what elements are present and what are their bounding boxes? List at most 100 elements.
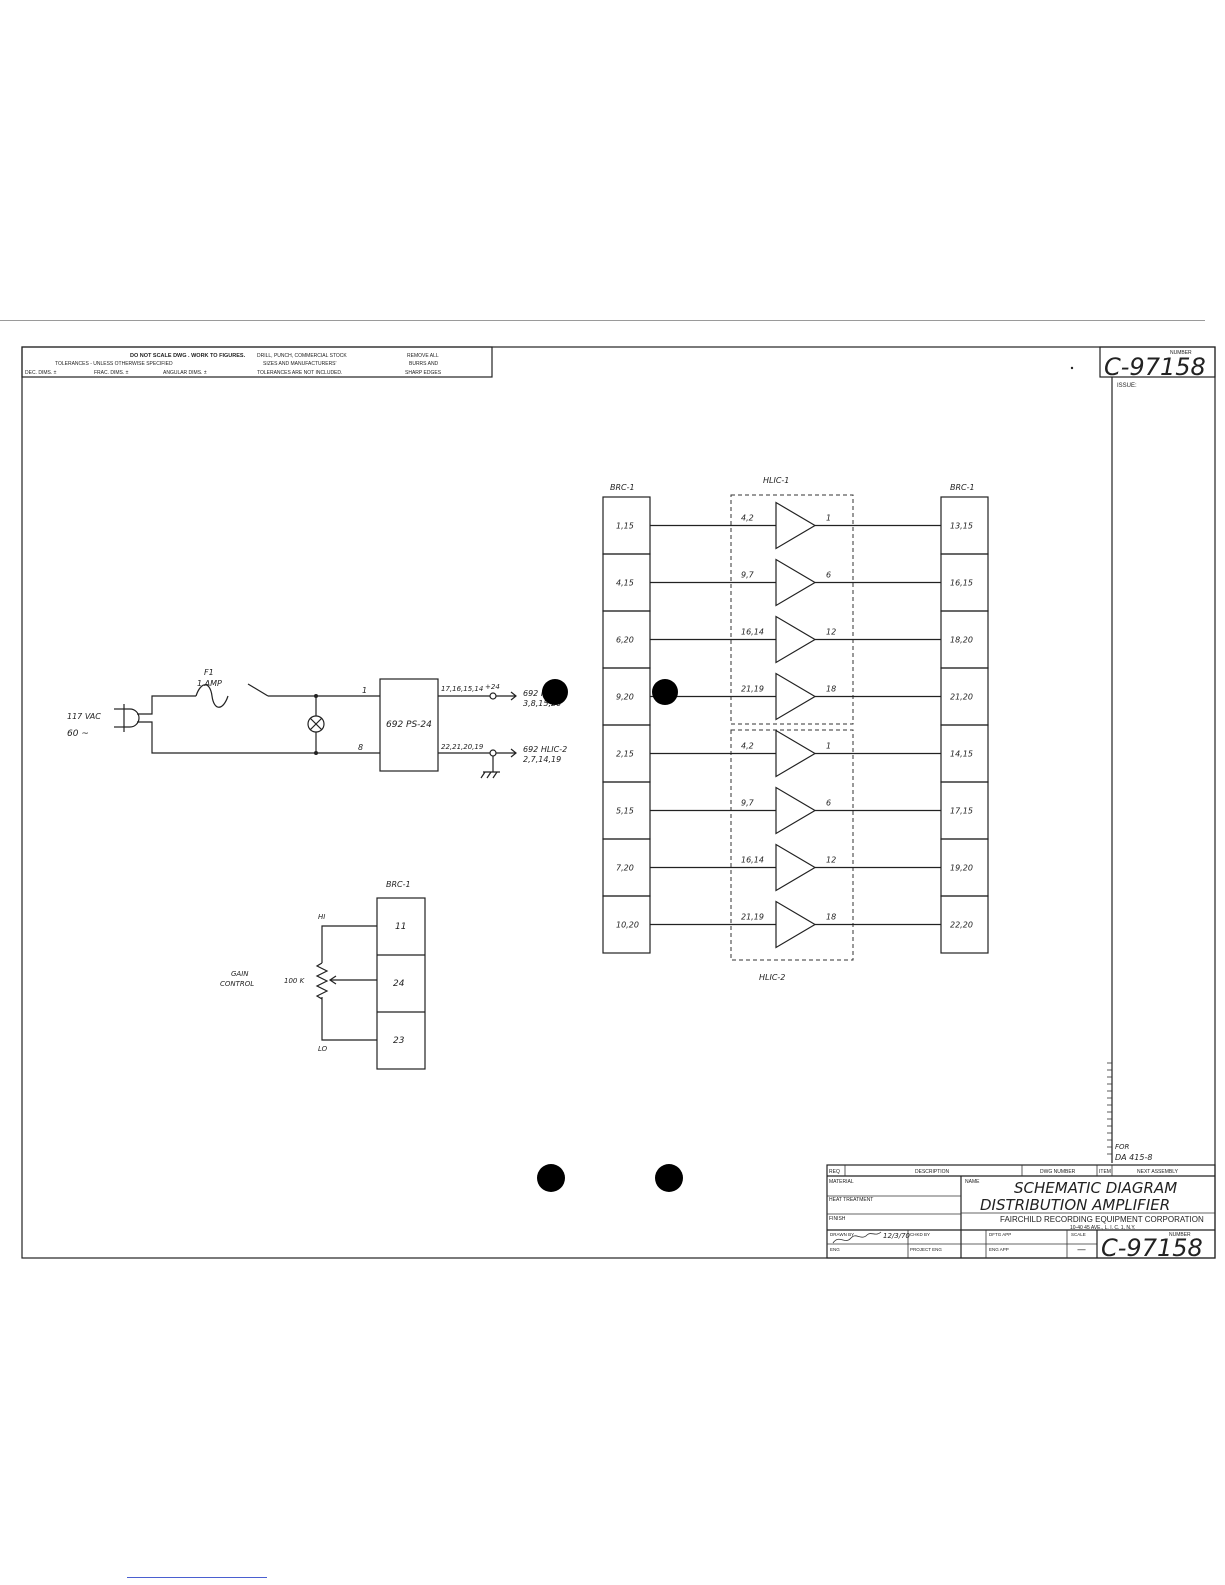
amplifier-triangle-icon <box>775 672 817 721</box>
amplifier-triangle-icon <box>775 558 817 607</box>
source-voltage-label: 117 VAC <box>67 712 101 721</box>
right-terminal-label: 18,20 <box>950 636 973 645</box>
project-engineer-label: PROJECT ENG <box>910 1247 942 1252</box>
note-drill-3: TOLERANCES ARE NOT INCLUDED. <box>257 370 342 376</box>
arrow-bottom-icon <box>496 748 517 758</box>
number-label: NUMBER <box>1170 350 1192 356</box>
destination-bottom-line1: 692 HLIC-2 <box>523 745 567 754</box>
amp-input-pins: 16,14 <box>741 856 764 865</box>
drafting-approval-label: DFTG APP <box>989 1232 1011 1237</box>
right-terminal-label: 17,15 <box>950 807 973 816</box>
gain-control-label-2: CONTROL <box>220 980 254 988</box>
module-bottom-label: HLIC-2 <box>759 973 785 982</box>
for-label: FOR <box>1115 1143 1130 1151</box>
title-line-2: DISTRIBUTION AMPLIFIER <box>980 1196 1170 1214</box>
amp-input-pins: 21,19 <box>741 913 764 922</box>
engineer-label: ENG <box>830 1247 840 1252</box>
title-drawing-number: C-97158 <box>1101 1234 1203 1262</box>
amp-input-pins: 4,2 <box>741 514 754 523</box>
material-label: MATERIAL <box>829 1179 854 1185</box>
fuse-label: F1 <box>204 668 214 677</box>
punch-hole <box>542 679 568 705</box>
scale-label: SCALE <box>1071 1232 1086 1237</box>
amp-output-pin: 18 <box>826 913 836 922</box>
left-terminal-label: 5,15 <box>616 807 634 816</box>
amp-output-pin: 12 <box>826 856 836 865</box>
amplifier-triangle-icon <box>775 501 817 550</box>
lo-label: LO <box>318 1045 328 1053</box>
hlic-2-module-outline <box>730 729 854 961</box>
note-dec-dims: DEC. DIMS. ± <box>25 370 57 376</box>
power-supply-label: 692 PS-24 <box>386 720 432 730</box>
note-drill-1: DRILL, PUNCH, COMMERCIAL STOCK <box>257 353 347 359</box>
hi-label: HI <box>318 913 325 921</box>
scale-value: — <box>1077 1245 1086 1255</box>
amp-input-pins: 9,7 <box>741 571 755 580</box>
amplifier-triangle-icon <box>775 843 817 892</box>
ac-plug-icon <box>114 704 140 732</box>
wiper-arrow-icon <box>328 975 377 985</box>
left-terminal-label: 1,15 <box>616 522 634 531</box>
punch-hole <box>655 1164 683 1192</box>
checked-by-label: CHKD BY <box>910 1232 930 1237</box>
note-burrs-2: BURRS AND <box>409 361 439 367</box>
amplifier-triangle-icon <box>775 729 817 778</box>
left-terminal-label: 2,15 <box>616 750 634 759</box>
left-strip-label: BRC-1 <box>610 483 635 492</box>
amplifier-triangle-icon <box>775 786 817 835</box>
punch-hole <box>537 1164 565 1192</box>
pot-value: 100 K <box>284 977 306 985</box>
drawn-date: 12/3/70 <box>883 1232 911 1240</box>
amp-input-pins: 4,2 <box>741 742 754 751</box>
note-drill-2: SIZES AND MANUFACTURERS' <box>263 361 337 367</box>
right-terminal-label: 22,20 <box>950 921 973 930</box>
title-number-label: NUMBER <box>1169 1232 1191 1238</box>
note-burrs-3: SHARP EDGES <box>405 370 442 376</box>
for-value: DA 415-8 <box>1115 1153 1152 1162</box>
ps-output-pins-bottom: 22,21,20,19 <box>441 743 484 751</box>
amp-input-pins: 21,19 <box>741 685 764 694</box>
left-terminal-label: 9,20 <box>616 693 634 702</box>
amp-input-pins: 16,14 <box>741 628 764 637</box>
amp-output-pin: 6 <box>826 571 831 580</box>
finish-label: FINISH <box>829 1216 846 1222</box>
left-terminal-label: 10,20 <box>616 921 639 930</box>
amplifier-triangle-icon <box>775 615 817 664</box>
gain-pin-1: 11 <box>395 922 406 932</box>
req-header: REQ <box>829 1169 840 1175</box>
amp-output-pin: 1 <box>826 742 831 751</box>
gain-terminal-strip <box>376 897 426 1070</box>
ground-icon <box>480 756 500 779</box>
drafter-signature <box>832 1231 882 1244</box>
power-supply-block <box>379 678 439 772</box>
drawing-number: C-97158 <box>1104 353 1206 381</box>
left-terminal-label: 7,20 <box>616 864 634 873</box>
destination-top-line2: 3,8,15,20 <box>523 699 561 708</box>
gain-control-circuit: BRC-1 11 24 23 HI LO 100 K GAIN CONTROL <box>220 880 426 1070</box>
engineering-approval-label: ENG APP <box>989 1247 1009 1252</box>
number-box: NUMBER C-97158 ISSUE: <box>1070 346 1216 1163</box>
supply-voltage-label: +24 <box>485 683 500 691</box>
company-address: 10-40 45 AVE., L. I. C. 1, N.Y. <box>1070 1225 1135 1231</box>
note-frac-dims: FRAC. DIMS. ± <box>94 370 129 376</box>
title-block: FOR DA 415-8 REQ DESCRIPTION DWG NUMBER … <box>826 1143 1216 1262</box>
fuse-rating: 1 AMP <box>197 679 222 688</box>
right-terminal-label: 16,15 <box>950 579 973 588</box>
amp-output-pin: 6 <box>826 799 831 808</box>
amp-output-pin: 1 <box>826 514 831 523</box>
amp-input-pins: 9,7 <box>741 799 755 808</box>
note-angular-dims: ANGULAR DIMS. ± <box>163 370 207 376</box>
item-header: ITEM <box>1099 1169 1111 1175</box>
amp-output-pin: 12 <box>826 628 836 637</box>
left-terminal-label: 6,20 <box>616 636 634 645</box>
drawn-by-label: DRAWN BY <box>830 1232 854 1237</box>
right-terminal-label: 19,20 <box>950 864 973 873</box>
title-line-1: SCHEMATIC DIAGRAM <box>1014 1179 1177 1197</box>
ps-input-pin-bottom: 8 <box>358 743 363 752</box>
ps-input-pin-top: 1 <box>362 686 367 695</box>
right-terminal-label: 14,15 <box>950 750 973 759</box>
drawing-border <box>21 346 1216 1259</box>
company-name: FAIRCHILD RECORDING EQUIPMENT CORPORATIO… <box>1000 1215 1204 1224</box>
scan-edge-line <box>0 320 1205 321</box>
